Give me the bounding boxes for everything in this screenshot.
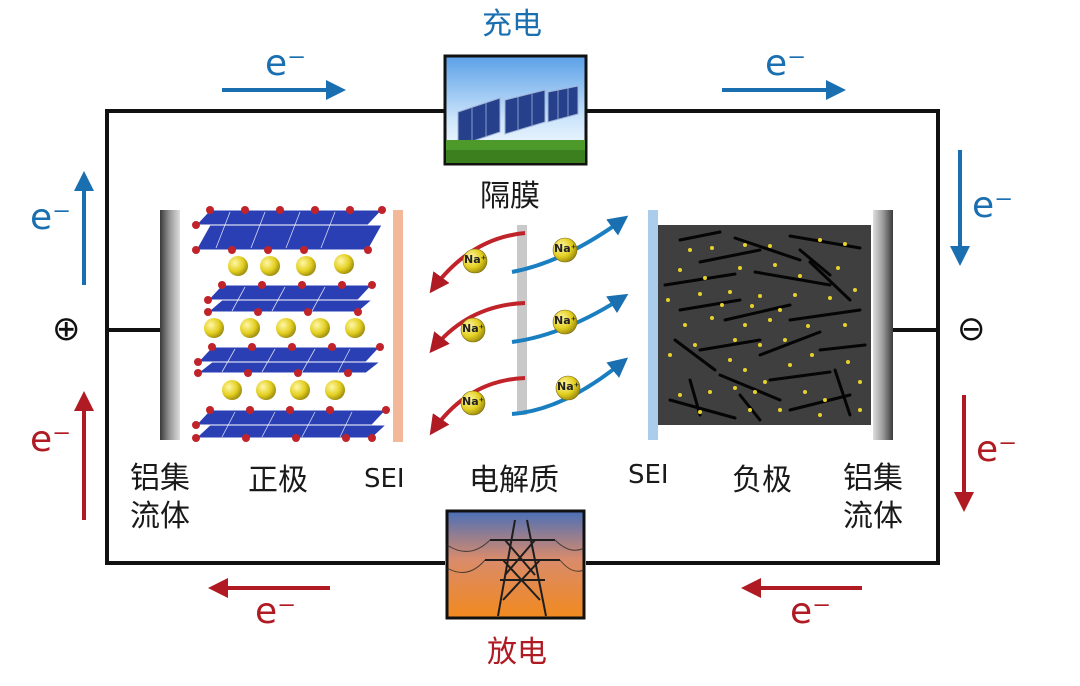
sei-right-layer [648, 210, 658, 440]
sodium-ion-label: Na⁺ [462, 322, 485, 335]
sodium-ion-label: Na⁺ [554, 314, 577, 327]
discharge-label: 放电 [487, 635, 547, 670]
circuit-wire [105, 109, 940, 565]
collector-right-label: 铝集 流体 [843, 461, 903, 534]
separator-label: 隔膜 [480, 179, 540, 214]
electron-label: e⁻ [30, 419, 72, 460]
electron-label: e⁻ [976, 429, 1018, 470]
electron-label: e⁻ [30, 197, 72, 238]
sei-left-label: SEI [364, 464, 405, 494]
sodium-ion-label: Na⁺ [554, 242, 577, 255]
negative-terminal-icon: ⊖ [957, 309, 986, 349]
sei-right-label: SEI [628, 460, 669, 490]
electrolyte-label: 电解质 [469, 463, 559, 498]
electron-label: e⁻ [790, 591, 832, 632]
cathode-label: 正极 [248, 463, 308, 498]
sodium-ion-label: Na⁺ [462, 395, 485, 408]
electron-label: e⁻ [765, 43, 807, 84]
charge-label: 充电 [482, 7, 542, 42]
positive-terminal-icon: ⊕ [52, 309, 81, 349]
sei-left-layer [393, 210, 403, 442]
collector-left-plate [160, 210, 180, 440]
collector-left-label: 铝集 流体 [130, 461, 190, 534]
separator-membrane [517, 225, 527, 415]
anode-structure [658, 225, 871, 425]
solar-panel-image [443, 54, 588, 166]
sodium-ion-label: Na⁺ [557, 380, 580, 393]
anode-label: 负极 [732, 463, 792, 498]
cathode-structure [192, 206, 390, 442]
electron-label: e⁻ [972, 185, 1014, 226]
sodium-ion-label: Na⁺ [464, 253, 487, 266]
electron-label: e⁻ [265, 43, 307, 84]
charge-electron-arrows [74, 80, 970, 285]
collector-right-plate [873, 210, 893, 440]
discharge-electron-arrows [74, 391, 974, 598]
power-tower-image [445, 509, 586, 620]
electron-label: e⁻ [255, 591, 297, 632]
sodium-ion-spheres [460, 237, 581, 416]
